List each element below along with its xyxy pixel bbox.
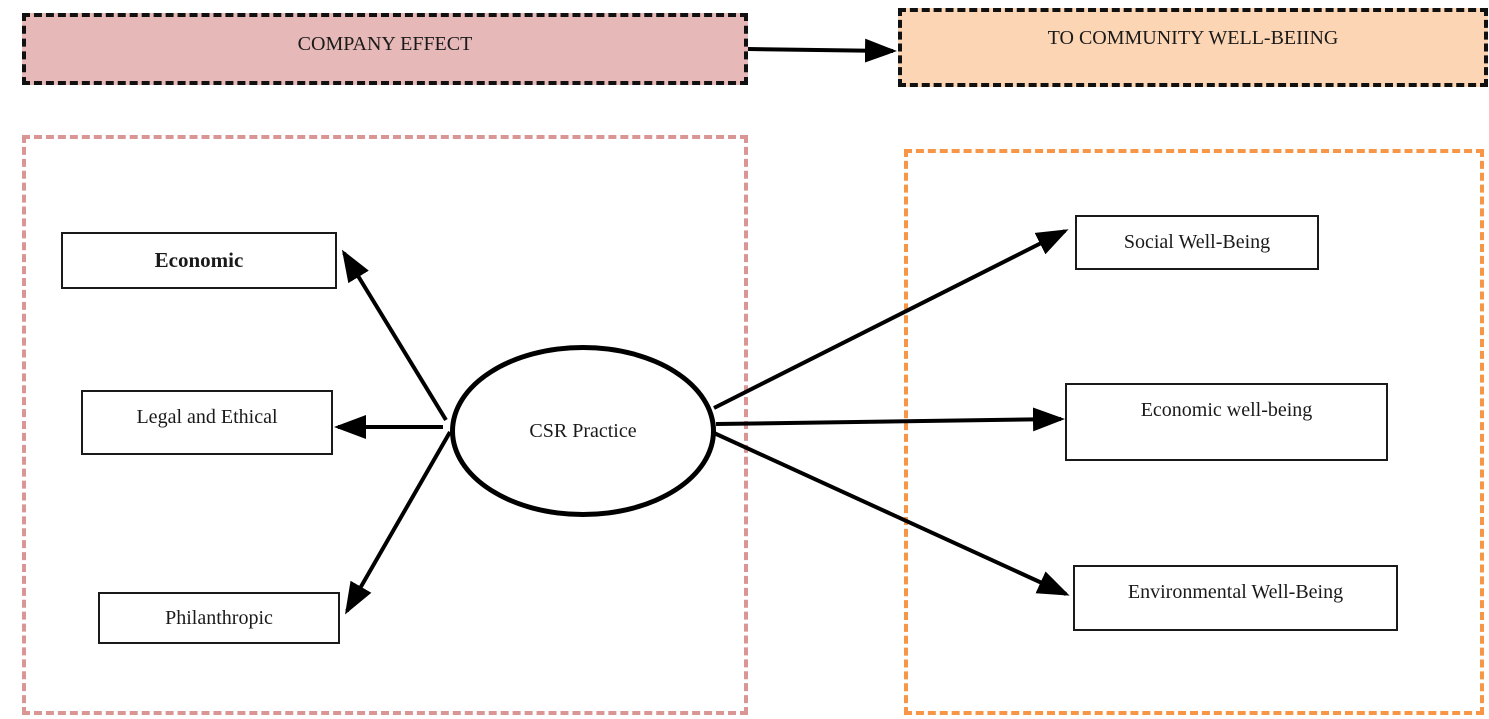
legal-ethical-node: Legal and Ethical bbox=[81, 390, 333, 455]
csr-practice-node: CSR Practice bbox=[450, 345, 716, 517]
economic-wellbeing-label: Economic well-being bbox=[1140, 399, 1313, 421]
economic-label: Economic bbox=[154, 248, 244, 272]
community-wellbeing-header: TO COMMUNITY WELL-BEIING bbox=[898, 8, 1488, 87]
philanthropic-label: Philanthropic bbox=[165, 606, 273, 629]
community-wellbeing-group-frame bbox=[904, 149, 1484, 715]
economic-wellbeing-node: Economic well-being bbox=[1065, 383, 1388, 461]
social-wellbeing-label: Social Well-Being bbox=[1123, 231, 1271, 253]
philanthropic-node: Philanthropic bbox=[98, 592, 340, 644]
arrow-to-environmental-wellbeing bbox=[713, 431, 1070, 596]
company-effect-header-label: COMPANY EFFECT bbox=[297, 33, 473, 55]
company-effect-header: COMPANY EFFECT bbox=[22, 13, 748, 85]
arrow-to-social-wellbeing bbox=[713, 229, 1069, 410]
arrow-to-philanthropic bbox=[345, 431, 452, 615]
social-wellbeing-node: Social Well-Being bbox=[1075, 215, 1319, 270]
economic-node: Economic bbox=[61, 232, 337, 289]
csr-practice-label: CSR Practice bbox=[529, 419, 637, 442]
arrow-to-economic-wellbeing bbox=[715, 407, 1065, 432]
environmental-wellbeing-node: Environmental Well-Being bbox=[1073, 565, 1398, 631]
community-wellbeing-header-label: TO COMMUNITY WELL-BEIING bbox=[1047, 27, 1339, 49]
header-connector-arrow bbox=[747, 38, 897, 63]
legal-ethical-label: Legal and Ethical bbox=[136, 406, 278, 428]
arrow-to-economic bbox=[341, 249, 448, 422]
environmental-wellbeing-label: Environmental Well-Being bbox=[1127, 581, 1344, 603]
